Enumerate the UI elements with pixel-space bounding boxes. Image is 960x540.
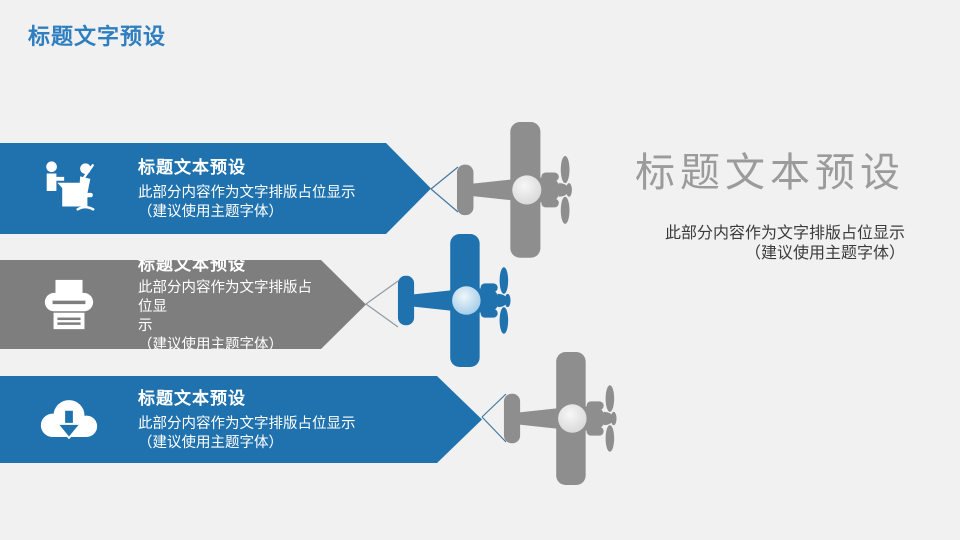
connector-lines-2 (365, 280, 399, 328)
banner-printer: 标题文本预设 此部分内容作为文字排版占位显 示 （建议使用主题字体） (0, 260, 366, 349)
banner-body-line: （建议使用主题字体） (138, 336, 283, 353)
banner-body-line: （建议使用主题字体） (138, 204, 283, 221)
aside-title: 标题文本预设 (635, 150, 905, 195)
banner-body-line: 此部分内容作为文字排版占位显 (138, 280, 312, 316)
banner-text: 标题文本预设 此部分内容作为文字排版占位显示 （建议使用主题字体） (138, 386, 482, 453)
airplane-middle (397, 234, 511, 367)
printer-icon (40, 277, 98, 333)
banner-body-line: 此部分内容作为文字排版占位显示 (138, 416, 356, 433)
banner-icon-wrap (0, 394, 138, 445)
banner-body: 此部分内容作为文字排版占位显示 （建议使用主题字体） (138, 415, 428, 453)
connector-lines-1 (430, 166, 459, 213)
banner-body-line: 示 (138, 318, 153, 335)
banner-title: 标题文本预设 (138, 389, 246, 409)
meeting-icon (38, 158, 100, 220)
cloud-download-icon (36, 394, 102, 445)
banner-body: 此部分内容作为文字排版占位显示 （建议使用主题字体） (138, 184, 377, 222)
page-title: 标题文字预设 (28, 24, 167, 49)
banner-title: 标题文本预设 (138, 158, 246, 178)
banner-title: 标题文本预设 (138, 255, 246, 275)
airplane-bottom (503, 352, 617, 485)
aside-body-line: 此部分内容作为文字排版占位显示 (664, 225, 905, 242)
banner-meeting: 标题文本预设 此部分内容作为文字排版占位显示 （建议使用主题字体） (0, 143, 431, 234)
airplane-engine (452, 286, 481, 315)
airplane-engine (512, 175, 542, 205)
connector-lines-3 (481, 393, 507, 443)
airplane-engine (558, 404, 587, 433)
banner-cloud-download: 标题文本预设 此部分内容作为文字排版占位显示 （建议使用主题字体） (0, 376, 482, 463)
banner-body-line: 此部分内容作为文字排版占位显示 (138, 185, 356, 202)
banner-body: 此部分内容作为文字排版占位显 示 （建议使用主题字体） (138, 279, 312, 354)
aside-body-line: （建议使用主题字体） (744, 245, 905, 263)
banner-icon-wrap (0, 277, 138, 333)
airplane-top (456, 122, 572, 258)
banner-text: 标题文本预设 此部分内容作为文字排版占位显 示 （建议使用主题字体） (138, 254, 366, 355)
banner-icon-wrap (0, 158, 138, 220)
banner-text: 标题文本预设 此部分内容作为文字排版占位显示 （建议使用主题字体） (138, 155, 431, 222)
banner-body-line: （建议使用主题字体） (138, 435, 283, 452)
aside-body: 此部分内容作为文字排版占位显示 （建议使用主题字体） (665, 224, 905, 265)
